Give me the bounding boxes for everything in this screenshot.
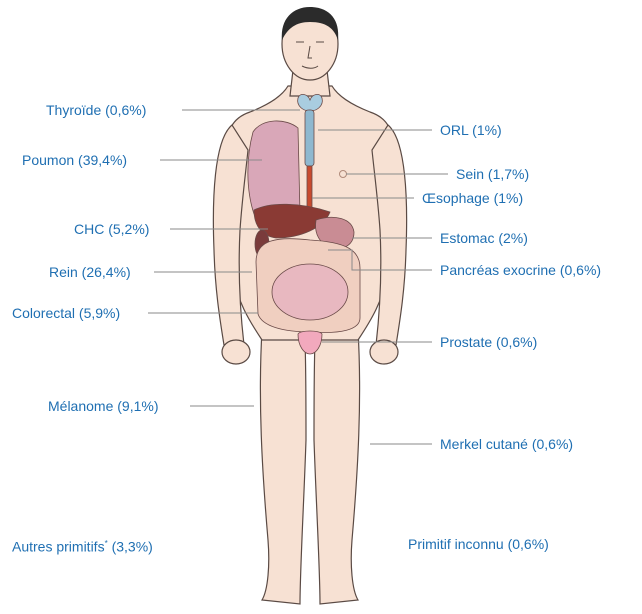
right-leg (314, 330, 360, 604)
autres-percent: (3,3%) (108, 539, 153, 555)
label-poumon: Poumon (39,4%) (22, 152, 127, 168)
label-prostate: Prostate (0,6%) (440, 334, 537, 350)
label-autres-primitifs: Autres primitifs* (3,3%) (12, 536, 153, 555)
label-merkel: Merkel cutané (0,6%) (440, 436, 573, 452)
label-pancreas: Pancréas exocrine (0,6%) (440, 262, 601, 278)
esophagus (307, 166, 312, 210)
label-colorectal: Colorectal (5,9%) (12, 305, 120, 321)
label-thyroide: Thyroïde (0,6%) (46, 102, 146, 118)
small-intestine (272, 264, 348, 320)
label-oesophage: Œsophage (1%) (422, 190, 523, 206)
label-primitif-inconnu: Primitif inconnu (0,6%) (408, 536, 549, 552)
label-orl: ORL (1%) (440, 122, 502, 138)
label-chc: CHC (5,2%) (74, 221, 149, 237)
left-hand (222, 340, 250, 364)
label-rein: Rein (26,4%) (49, 264, 131, 280)
autres-main-text: Autres primitifs (12, 539, 105, 555)
trachea (305, 110, 314, 166)
label-estomac: Estomac (2%) (440, 230, 528, 246)
right-hand (370, 340, 398, 364)
left-leg (260, 330, 306, 604)
label-melanome: Mélanome (9,1%) (48, 398, 159, 414)
label-sein: Sein (1,7%) (456, 166, 529, 182)
